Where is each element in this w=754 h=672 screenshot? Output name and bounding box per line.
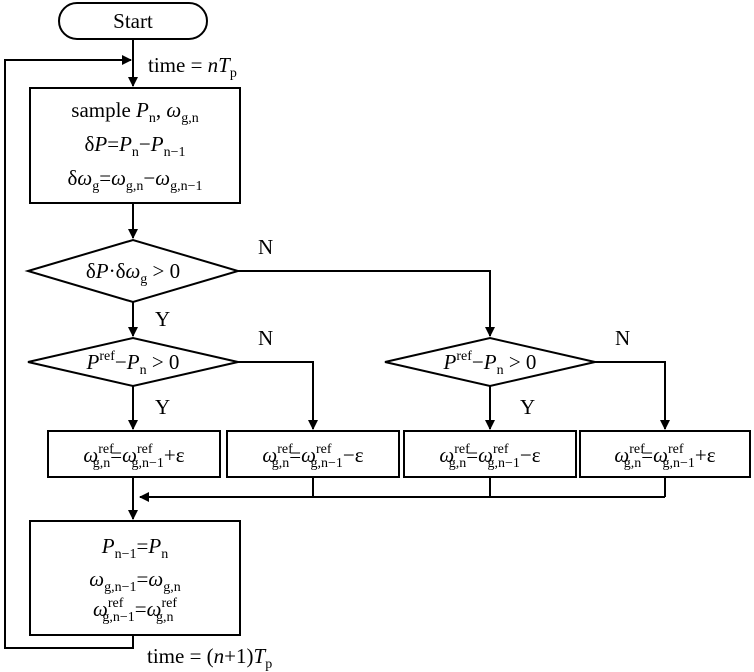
decision-1-label: δP·δωg > 0 [86, 259, 180, 287]
update-box-4 [579, 430, 751, 478]
start-label: Start [113, 9, 153, 33]
no-label-decision-3: N [615, 326, 630, 350]
no-label-decision-2: N [258, 326, 273, 350]
update-box-1 [47, 430, 221, 478]
update-box-3 [403, 430, 577, 478]
yes-label-decision-2: Y [155, 395, 170, 419]
time-label-top: time = nTp [148, 53, 237, 81]
sample-process-box [29, 87, 241, 204]
sample-line-1: sample Pn, ωg,n [71, 98, 198, 126]
sample-line-2: δP=Pn−Pn−1 [85, 132, 186, 160]
store-line-2: ωg,n−1=ωg,n [89, 567, 180, 595]
time-label-bottom: time = (n+1)Tp [147, 644, 272, 672]
decision-3-label: Pref−Pn > 0 [443, 349, 537, 378]
store-line-1: Pn−1=Pn [101, 534, 168, 562]
connectors [4, 39, 670, 649]
decision-2-label: Pref−Pn > 0 [86, 349, 180, 378]
store-process-box [29, 520, 241, 636]
update-box-2 [226, 430, 400, 478]
sample-line-3: δωg=ωg,n−ωg,n−1 [68, 166, 203, 194]
yes-label-decision-1: Y [155, 307, 170, 331]
yes-label-decision-3: Y [520, 395, 535, 419]
no-label-decision-1: N [258, 235, 273, 259]
